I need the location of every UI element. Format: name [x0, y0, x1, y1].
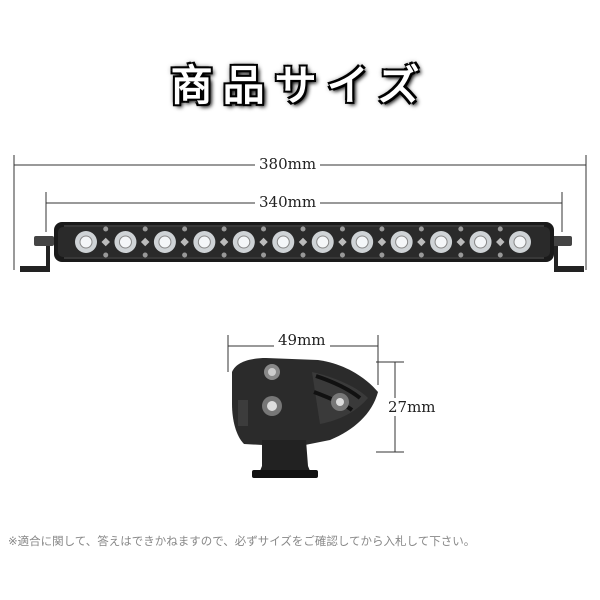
led-chip [118, 235, 132, 249]
body-marker [180, 237, 189, 247]
compatibility-note: ※適合に関して、答えはできかねますので、必ずサイズをご確認してから入札して下さい… [8, 534, 476, 548]
mount-base [258, 440, 312, 476]
led-chip [158, 235, 172, 249]
right-bracket [554, 246, 584, 272]
overall-length-label: 380mm [255, 155, 321, 173]
led-chip [395, 235, 409, 249]
led-chip [316, 235, 330, 249]
body-marker [417, 237, 426, 247]
right-bolt [552, 236, 572, 246]
body-screw [142, 252, 148, 258]
body-screw [142, 226, 148, 232]
left-bracket [20, 246, 50, 272]
body-screw [379, 226, 385, 232]
body-screw [339, 226, 345, 232]
body-marker [456, 237, 466, 247]
depth-label: 49mm [274, 331, 330, 349]
body-screw [182, 226, 188, 232]
body-length-label: 340mm [255, 193, 321, 211]
led-chip [355, 235, 369, 249]
led-group [75, 226, 531, 258]
body-screw [182, 252, 188, 258]
led-chip [79, 235, 93, 249]
height-label: 27mm [384, 398, 440, 416]
body-screw [300, 226, 306, 232]
body-marker [298, 237, 308, 247]
led-chip [434, 235, 448, 249]
left-bolt [34, 236, 54, 246]
body-screw [103, 252, 109, 258]
body-screw [497, 226, 503, 232]
led-chip [276, 235, 290, 249]
body-screw [418, 226, 424, 232]
led-chip [474, 235, 488, 249]
led-chip [197, 235, 211, 249]
page-title: 商品サイズ [170, 61, 430, 110]
body-screw [300, 252, 306, 258]
body-screw [418, 252, 424, 258]
body-marker [101, 237, 110, 247]
led-chip [237, 235, 251, 249]
body-marker [496, 237, 505, 247]
body-screw [261, 252, 267, 258]
body-marker [259, 237, 268, 247]
body-screw [103, 226, 109, 232]
led-chip [513, 235, 527, 249]
body-screw [497, 252, 503, 258]
body-marker [140, 237, 150, 247]
body-marker [377, 237, 387, 247]
body-screw [221, 252, 227, 258]
body-screw [458, 252, 464, 258]
body-screw [458, 226, 464, 232]
body-marker [338, 237, 347, 247]
body-screw [261, 226, 267, 232]
body-screw [339, 252, 345, 258]
housing-profile [232, 358, 378, 446]
body-screw [221, 226, 227, 232]
body-marker [219, 237, 229, 247]
body-screw [379, 252, 385, 258]
